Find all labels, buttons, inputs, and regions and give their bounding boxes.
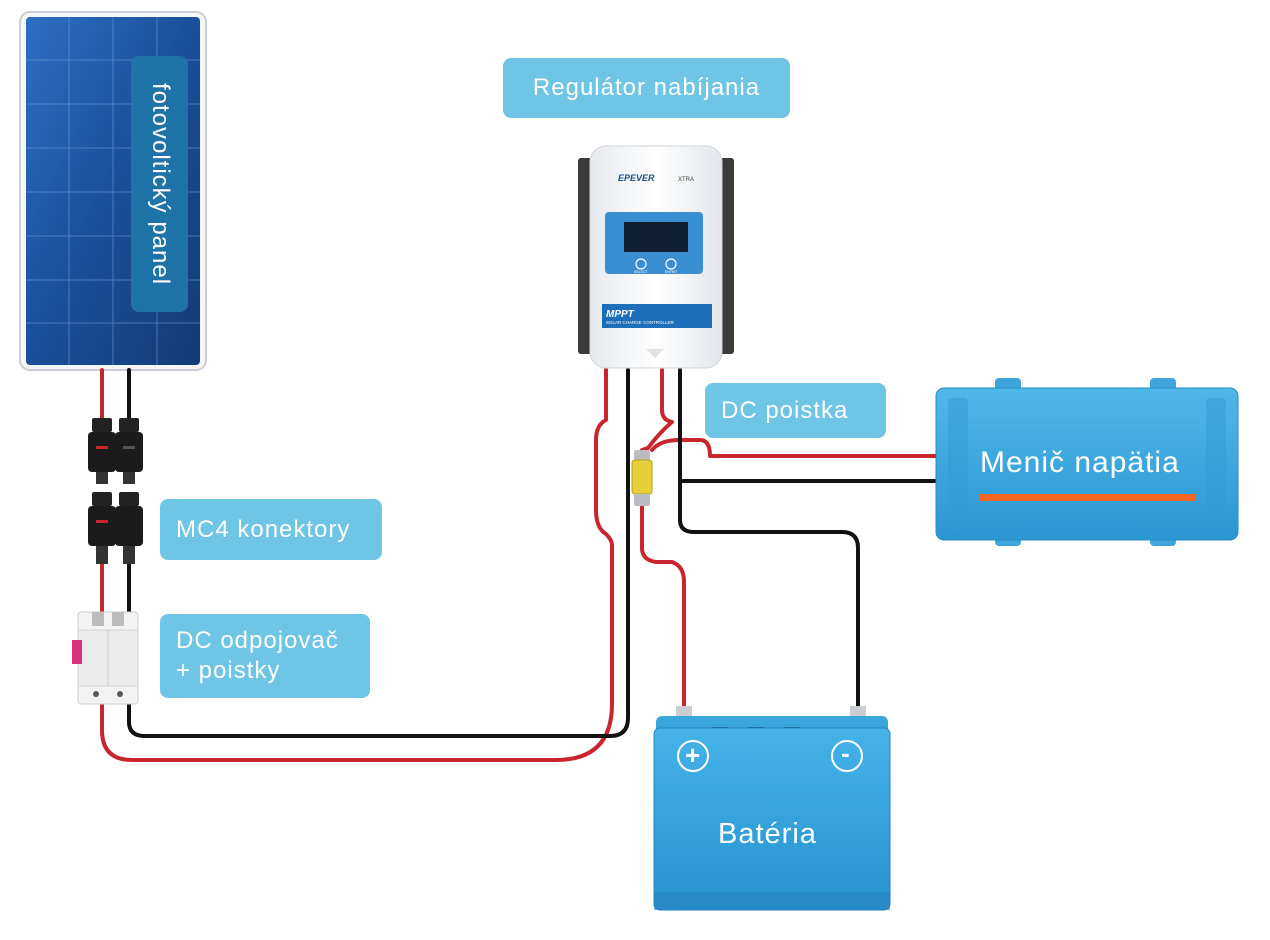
battery-plus-sign: + (685, 740, 702, 770)
inverter-stripe (980, 494, 1196, 501)
controller-subtitle: SOLAR CHARGE CONTROLLER (606, 320, 675, 325)
mc4-bottom (88, 492, 143, 564)
battery-label: Batéria (718, 818, 817, 850)
controller-brand: EPEVER (618, 173, 655, 183)
charge-controller-label-text: Regulátor nabíjania (532, 74, 761, 101)
mc4-connectors-label-text: MC4 konektory (176, 515, 351, 543)
charge-controller-label: Regulátor nabíjania (503, 58, 790, 118)
dc-fuse-label-text: DC poistka (721, 396, 849, 424)
dc-disconnect-label-line1: DC odpojovač (176, 627, 339, 654)
charge-controller: EPEVER XTRA SELECT ENTER MPPT SOLAR CHAR… (578, 145, 734, 369)
dc-disconnect (72, 611, 139, 705)
battery-minus-sign: - (841, 738, 851, 768)
controller-button-select: SELECT (634, 270, 648, 274)
battery (653, 706, 891, 911)
wires (100, 368, 938, 762)
controller-button-enter: ENTER (665, 270, 677, 274)
inverter (935, 378, 1239, 546)
mc4-connectors-label: MC4 konektory (160, 499, 382, 560)
dc-disconnect-label: DC odpojovač + poistky (160, 614, 370, 698)
dc-fuse (631, 450, 653, 506)
dc-fuse-label: DC poistka (705, 383, 886, 438)
battery-minus-terminal (831, 740, 863, 772)
inverter-label: Menič napätia (980, 446, 1180, 479)
controller-model: XTRA (678, 177, 694, 183)
mc4-connectors (88, 418, 143, 564)
mc4-top (88, 418, 143, 484)
solar-panel-label-text: fotovoltický panel (146, 82, 174, 286)
solar-panel-label: fotovoltický panel (131, 56, 188, 312)
dc-disconnect-label-line2: + poistky (176, 657, 281, 684)
controller-badge: MPPT (606, 309, 635, 320)
battery-plus-terminal (677, 740, 709, 772)
